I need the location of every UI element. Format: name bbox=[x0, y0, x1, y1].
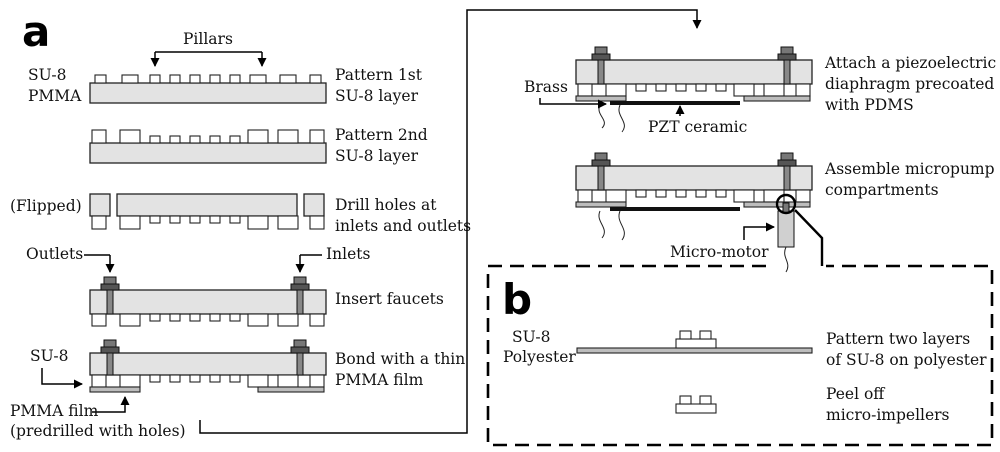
step6-structure bbox=[575, 46, 813, 133]
brass-arrow bbox=[539, 98, 607, 109]
outlets-label: Outlets bbox=[26, 245, 83, 263]
step4-structure bbox=[89, 276, 327, 327]
step5-text-1: Bond with a thin bbox=[335, 350, 465, 368]
pmma-film-arrow bbox=[92, 396, 130, 413]
pzt-label: PZT ceramic bbox=[648, 118, 747, 136]
step5-text-2: PMMA film bbox=[335, 371, 424, 389]
step1-text-1: Pattern 1st bbox=[335, 66, 423, 84]
zoom-callout-line bbox=[794, 209, 824, 266]
pmma-label: PMMA bbox=[28, 87, 82, 105]
panel-b-step1-text-1: Pattern two layers bbox=[826, 330, 970, 348]
step7-text-2: compartments bbox=[825, 181, 939, 199]
flipped-label: (Flipped) bbox=[10, 197, 82, 215]
flow-connector bbox=[199, 9, 702, 434]
step2-text-2: SU-8 layer bbox=[335, 147, 419, 165]
su8-label: SU-8 bbox=[28, 66, 67, 84]
micromotor-arrow bbox=[743, 222, 775, 240]
panel-b-step1-structure bbox=[576, 330, 813, 354]
brass-label: Brass bbox=[524, 78, 568, 96]
step2-text-1: Pattern 2nd bbox=[335, 126, 428, 144]
step3-text-1: Drill holes at bbox=[335, 196, 437, 214]
micromotor-label: Micro-motor bbox=[670, 243, 769, 261]
step3-text-2: inlets and outlets bbox=[335, 217, 471, 235]
step7-text-1: Assemble micropump bbox=[824, 160, 995, 178]
panel-b-step1-text-2: of SU-8 on polyester bbox=[826, 351, 987, 369]
step5-structure bbox=[89, 339, 327, 393]
step6-text-2: diaphragm precoated bbox=[825, 75, 994, 93]
step1-structure bbox=[89, 74, 327, 104]
panel-b-step2-text-1: Peel off bbox=[826, 385, 885, 403]
pmma-film-label-2: (predrilled with holes) bbox=[10, 422, 186, 440]
step2-structure bbox=[89, 129, 327, 164]
panel-b-polyester-label: Polyester bbox=[503, 348, 576, 366]
panel-b-step2-structure bbox=[675, 395, 717, 414]
step7-structure bbox=[575, 152, 813, 273]
inlets-label: Inlets bbox=[326, 245, 370, 263]
pillars-label: Pillars bbox=[183, 30, 233, 48]
panel-b-step2-text-2: micro-impellers bbox=[826, 406, 950, 424]
su8-label-2: SU-8 bbox=[30, 347, 69, 365]
step4-text: Insert faucets bbox=[335, 290, 444, 308]
panel-b-letter: b bbox=[502, 275, 532, 324]
step6-text-3: with PDMS bbox=[825, 96, 914, 114]
panel-a-letter: a bbox=[22, 7, 50, 56]
pmma-film-label-1: PMMA film bbox=[10, 402, 99, 420]
step6-text-1: Attach a piezoelectric bbox=[824, 54, 996, 72]
step1-text-2: SU-8 layer bbox=[335, 87, 419, 105]
su8-arrow bbox=[41, 368, 83, 389]
step3-structure bbox=[89, 193, 325, 230]
panel-b-frame bbox=[486, 264, 994, 447]
panel-b-su8-label: SU-8 bbox=[512, 328, 551, 346]
